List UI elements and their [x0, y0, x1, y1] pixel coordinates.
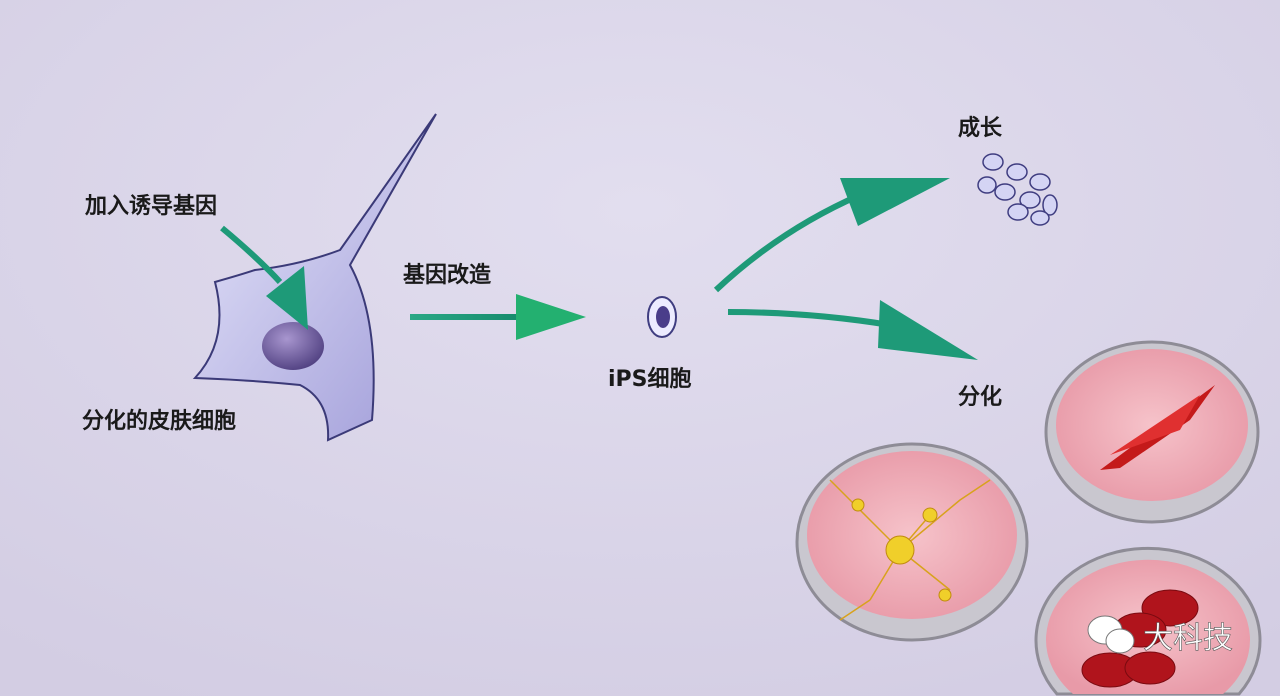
- label-ips-cell: iPS细胞: [608, 366, 692, 392]
- differentiate-arrow: [727, 300, 978, 360]
- label-grow: 成长: [958, 116, 1003, 141]
- watermark-text: 大科技: [1143, 621, 1233, 656]
- dish-blood-cells: [1034, 546, 1262, 696]
- insert-arrow: [220, 225, 308, 330]
- wechat-icon: [1087, 615, 1135, 654]
- dish-muscle: [1044, 340, 1260, 524]
- reprogram-arrow: [410, 294, 586, 340]
- skin-cell: [192, 113, 437, 442]
- cell-cluster: [977, 153, 1058, 226]
- label-differentiate: 分化: [958, 384, 1002, 410]
- label-reprogram: 基因改造: [403, 262, 491, 288]
- ips-cell: [647, 296, 677, 338]
- label-skin-cell: 分化的皮肤细胞: [82, 408, 236, 434]
- nucleus: [262, 322, 324, 370]
- grow-arrow: [713, 178, 950, 293]
- watermark: 大科技: [1087, 615, 1233, 656]
- dish-neurons: [795, 442, 1029, 642]
- label-add-genes: 加入诱导基因: [84, 194, 217, 219]
